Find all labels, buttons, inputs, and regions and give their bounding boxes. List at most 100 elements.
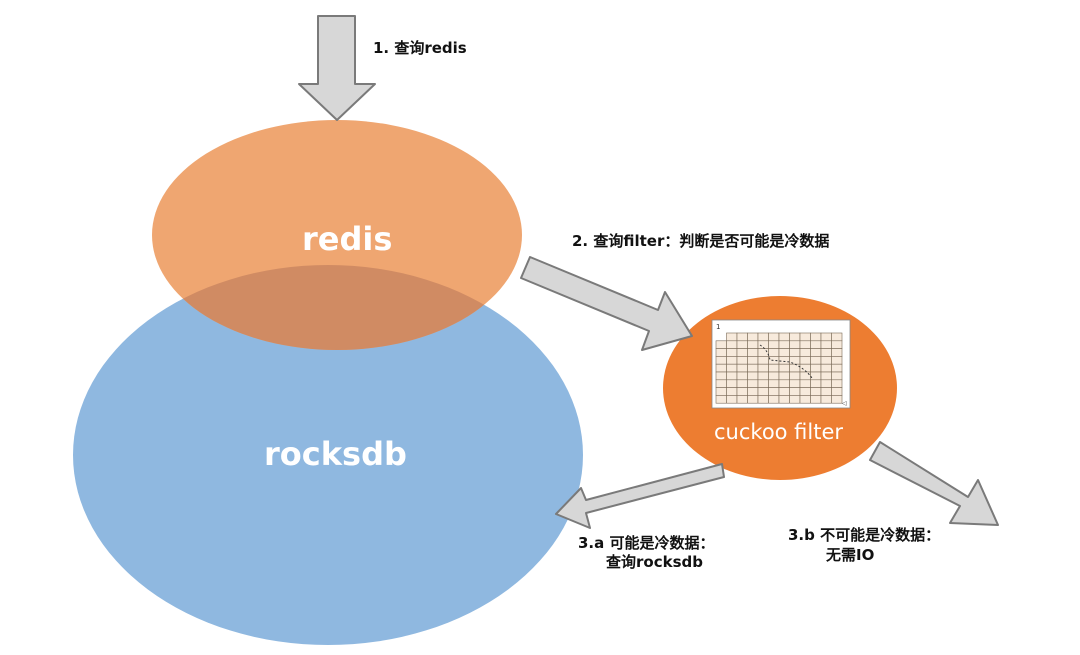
hash-table-cell <box>778 363 790 373</box>
hash-table-cell <box>789 387 801 396</box>
hash-table-cell <box>778 371 790 381</box>
hash-table-cell <box>757 356 769 365</box>
hash-table-cell <box>736 387 748 396</box>
redis-label: redis <box>302 220 393 258</box>
hash-table-cell <box>789 332 801 342</box>
hash-table-cell <box>820 387 832 396</box>
cuckoo-hash-table-icon: 1 ◁ <box>711 319 851 409</box>
hash-table-cell <box>747 379 759 388</box>
hash-table-cell <box>768 340 780 349</box>
hash-table-cell <box>799 371 811 381</box>
hash-table-cell <box>747 387 759 396</box>
hash-table-cell <box>768 395 780 404</box>
arrow-query-filter <box>520 256 693 351</box>
hash-table-cell <box>768 387 780 396</box>
hash-table-cell <box>810 340 822 349</box>
hash-table-cell <box>820 348 832 357</box>
hash-table-cell <box>726 371 738 381</box>
hash-table-cell <box>810 356 822 365</box>
hash-table-cell <box>799 332 811 342</box>
hash-table-cell <box>789 340 801 349</box>
hash-table-cell <box>768 363 780 373</box>
hash-table-cell <box>768 379 780 388</box>
hash-table-cell <box>810 379 822 388</box>
hash-table-cell <box>789 348 801 357</box>
hash-table-cell <box>820 340 832 349</box>
hash-table-cell <box>810 371 822 381</box>
hash-table-cell <box>799 356 811 365</box>
hash-table-cell <box>715 348 727 357</box>
hash-table-cell <box>747 356 759 365</box>
hash-table-cell <box>736 348 748 357</box>
hash-table-cell <box>736 356 748 365</box>
hash-table-cell <box>757 387 769 396</box>
hash-table-cell <box>799 348 811 357</box>
hash-table-cell <box>789 395 801 404</box>
hash-table-cell <box>726 356 738 365</box>
hash-table-cell <box>820 395 832 404</box>
step3a-label-line1: 3.a 可能是冷数据： <box>578 534 715 552</box>
hash-table-cell <box>820 371 832 381</box>
hash-table-cell <box>726 340 738 349</box>
hash-table-cell <box>736 395 748 404</box>
hash-table-cell <box>768 371 780 381</box>
cuckoo-filter-label: cuckoo filter <box>714 420 844 444</box>
hash-table-cell <box>831 356 843 365</box>
hash-table-cell <box>810 332 822 342</box>
hash-table-cell <box>820 363 832 373</box>
hash-table-cell <box>789 356 801 365</box>
hash-table-cell <box>799 340 811 349</box>
step1-label: 1. 查询redis <box>373 39 467 57</box>
hash-table-cell <box>747 348 759 357</box>
hash-table-cell <box>789 363 801 373</box>
hash-table-cell <box>810 387 822 396</box>
hash-table-cell <box>757 395 769 404</box>
hash-table-cell <box>831 379 843 388</box>
hash-table-cell <box>726 332 738 342</box>
hash-table-cell <box>757 379 769 388</box>
hash-table-cell <box>736 371 748 381</box>
hash-table-cell <box>820 379 832 388</box>
hash-table-cell <box>831 340 843 349</box>
hash-table-cell <box>715 356 727 365</box>
hash-table-cell <box>768 348 780 357</box>
hash-table-cell <box>715 340 727 349</box>
hash-table-cell <box>736 363 748 373</box>
hash-table-cell <box>747 340 759 349</box>
hash-table-cell <box>757 340 769 349</box>
hash-table-cell <box>715 395 727 404</box>
hash-table-cell <box>799 395 811 404</box>
hash-table-cell <box>757 363 769 373</box>
hash-table-cell <box>810 363 822 373</box>
step3b-label-line2: 无需IO <box>826 546 875 564</box>
arrow-maybe-cold <box>555 463 725 529</box>
hash-table-cell <box>778 387 790 396</box>
hash-table-cell <box>747 363 759 373</box>
svg-text:1: 1 <box>716 323 720 331</box>
hash-table-cell <box>757 332 769 342</box>
hash-table-cell <box>726 379 738 388</box>
hash-table-cell <box>757 371 769 381</box>
rocksdb-label: rocksdb <box>264 435 407 473</box>
hash-table-cell <box>799 379 811 388</box>
hash-table-cell <box>778 348 790 357</box>
hash-table-cell <box>715 379 727 388</box>
hash-table-cell <box>810 395 822 404</box>
rocksdb-node <box>73 265 583 645</box>
hash-table-cell <box>736 379 748 388</box>
hash-table-cell <box>757 348 769 357</box>
step2-label: 2. 查询filter：判断是否可能是冷数据 <box>572 232 830 250</box>
hash-table-cell <box>789 371 801 381</box>
hash-table-cell <box>768 332 780 342</box>
hash-table-cell <box>778 379 790 388</box>
hash-table-cell <box>831 387 843 396</box>
hash-table-cell <box>789 379 801 388</box>
hash-table-cell <box>747 371 759 381</box>
hash-table-cell <box>778 395 790 404</box>
arrow-not-cold <box>869 441 999 526</box>
hash-table-cell <box>810 348 822 357</box>
hash-table-cell <box>820 332 832 342</box>
hash-table-cell <box>799 387 811 396</box>
hash-table-cell <box>820 356 832 365</box>
step3a-label-line2: 查询rocksdb <box>606 553 703 571</box>
